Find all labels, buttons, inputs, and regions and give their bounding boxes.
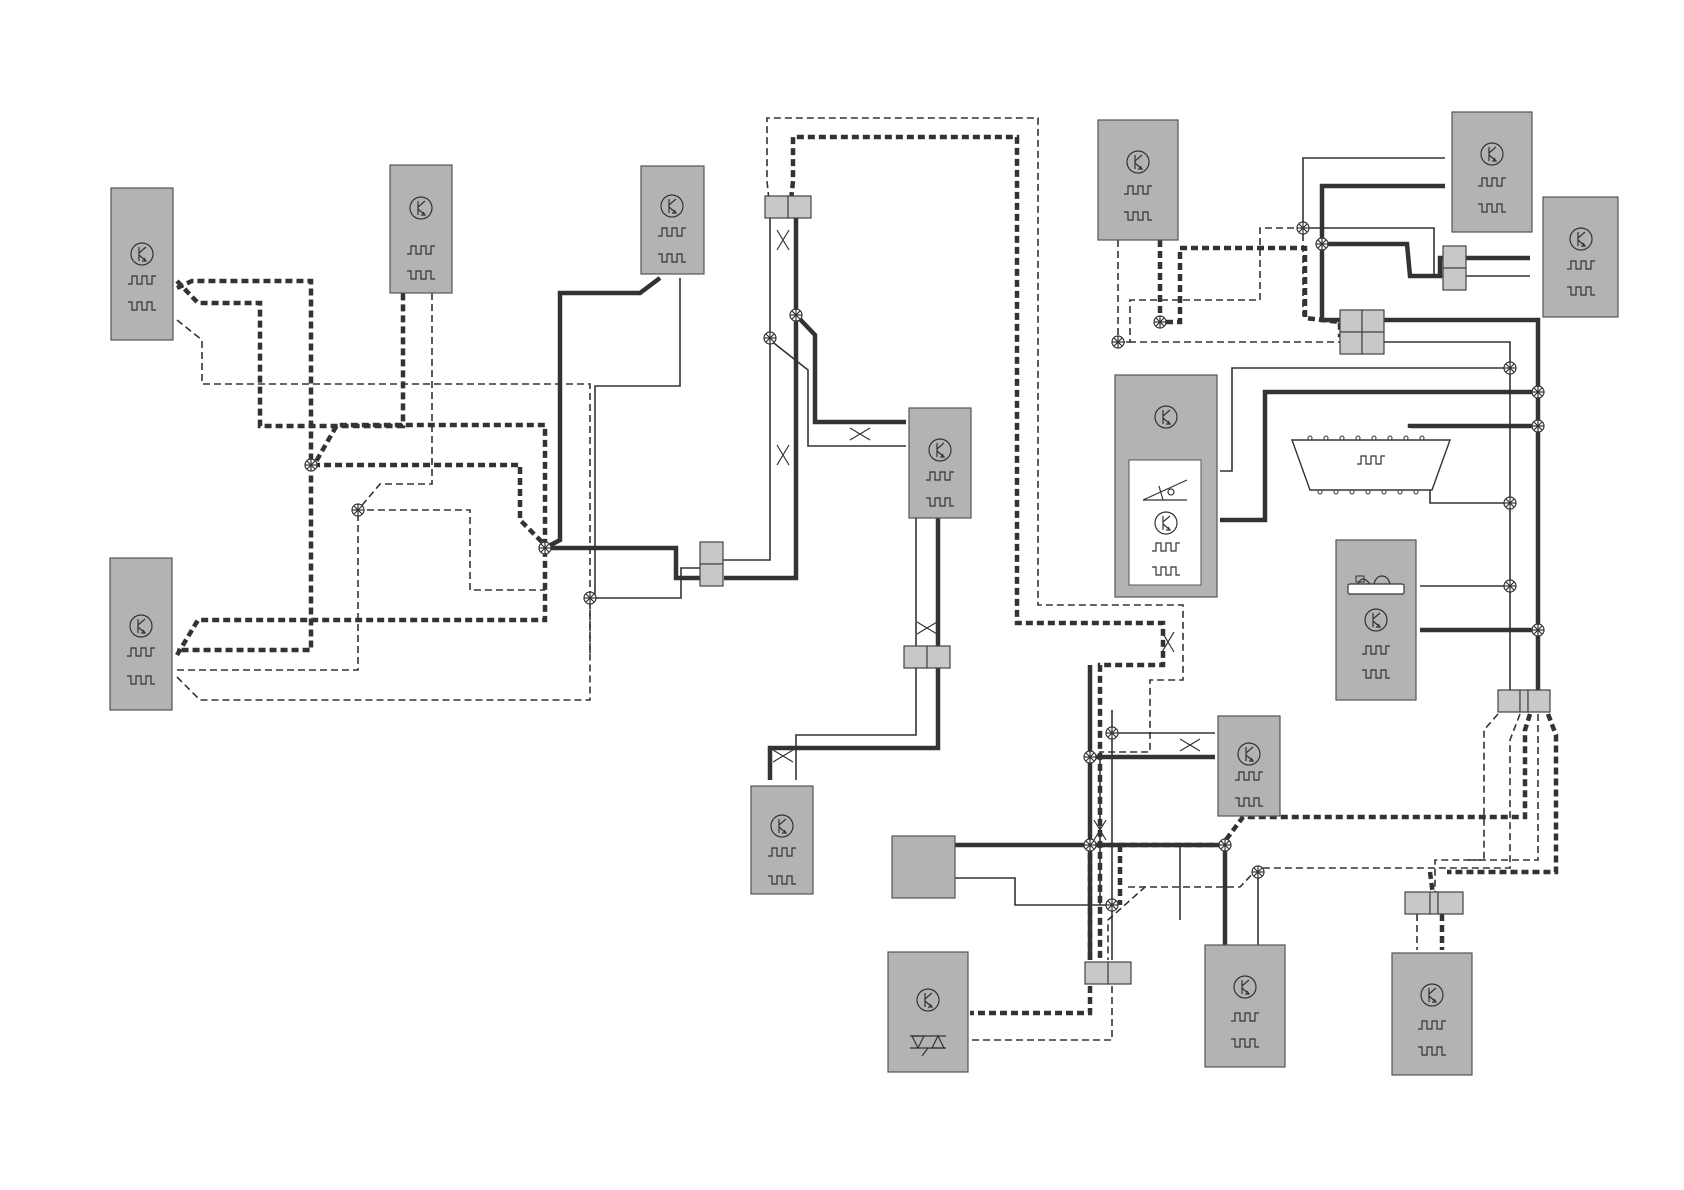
module-blank: [892, 836, 955, 898]
square-wave-icon: [1124, 186, 1152, 194]
square-wave-icon: [1418, 1021, 1446, 1029]
square-wave-icon: [128, 276, 156, 284]
module-right-mid: [1336, 540, 1416, 700]
splice-icon: [1084, 751, 1096, 763]
inline-connector-icon: [1085, 962, 1131, 984]
inline-connector-icon: [765, 196, 811, 218]
splice-icon: [1106, 727, 1118, 739]
square-wave-icon: [127, 648, 155, 656]
module-left-1: [111, 188, 173, 340]
inverted-square-wave-icon: [128, 302, 156, 310]
splice-icon: [1084, 839, 1096, 851]
square-wave-icon: [1478, 178, 1506, 186]
twisted-pair-icon: [1180, 739, 1200, 751]
module-thyristor: [888, 952, 968, 1072]
inline-connector-icon: [1405, 892, 1463, 914]
module-left-3: [641, 166, 704, 274]
splice-icon: [1504, 362, 1516, 374]
square-wave-icon: [658, 228, 686, 236]
square-wave-icon: [1152, 543, 1180, 551]
inverted-square-wave-icon: [1478, 204, 1506, 212]
square-wave-icon: [768, 848, 796, 856]
splice-icon: [1297, 222, 1309, 234]
module-center: [909, 408, 971, 518]
twisted-pair-icon: [773, 750, 793, 762]
square-wave-icon: [1235, 772, 1263, 780]
twisted-pair-icon: [777, 445, 789, 465]
square-wave-icon: [926, 472, 954, 480]
splice-icon: [1112, 336, 1124, 348]
square-wave-icon: [1231, 1013, 1259, 1021]
square-wave-icon: [1362, 646, 1390, 654]
inline-connector-icon: [904, 646, 950, 668]
square-wave-icon: [1357, 456, 1385, 464]
inline-connector-icon: [700, 542, 723, 586]
square-wave-icon: [407, 246, 435, 254]
splice-icon: [1504, 497, 1516, 509]
module-bottom-1: [1205, 945, 1285, 1067]
splice-icon: [1106, 899, 1118, 911]
inverted-square-wave-icon: [1235, 798, 1263, 806]
splice-icon: [790, 309, 802, 321]
inverted-square-wave-icon: [926, 498, 954, 506]
splice-icon: [1532, 624, 1544, 636]
module-left-2: [390, 165, 452, 293]
module-right-top-2: [1452, 112, 1532, 232]
module-left-4: [110, 558, 172, 710]
module-center-bottom: [751, 786, 813, 894]
twisted-pair-icon: [850, 428, 870, 440]
square-wave-icon: [1567, 261, 1595, 269]
module-instrument-cluster: [1115, 375, 1217, 597]
splice-icon: [539, 542, 551, 554]
inverted-square-wave-icon: [768, 876, 796, 884]
inverted-square-wave-icon: [1152, 567, 1180, 575]
splice-icon: [305, 459, 317, 471]
twisted-pair-icon: [917, 622, 937, 634]
inverted-square-wave-icon: [658, 254, 686, 262]
splice-icon: [1316, 238, 1328, 250]
inline-connector-icon: [1498, 690, 1550, 712]
twisted-pair-icon: [777, 230, 789, 250]
splice-icon: [1252, 866, 1264, 878]
splice-icon: [1532, 386, 1544, 398]
inverted-square-wave-icon: [1362, 670, 1390, 678]
module-right-top-1: [1098, 120, 1178, 240]
inverted-square-wave-icon: [127, 676, 155, 684]
diagnostic-port-icon: [1292, 440, 1450, 490]
inline-connector-icon: [1443, 246, 1466, 290]
splice-icon: [1219, 839, 1231, 851]
inverted-square-wave-icon: [407, 271, 435, 279]
inline-connector-icon: [1340, 310, 1384, 354]
splice-icon: [1504, 580, 1516, 592]
diagnostic-port: [1292, 436, 1450, 494]
splice-icon: [1154, 316, 1166, 328]
splice-icon: [764, 332, 776, 344]
splice-icon: [352, 504, 364, 516]
module-right-top-3: [1543, 197, 1618, 317]
inverted-square-wave-icon: [1231, 1039, 1259, 1047]
inverted-square-wave-icon: [1124, 212, 1152, 220]
inverted-square-wave-icon: [1567, 287, 1595, 295]
module-right-small: [1218, 716, 1280, 816]
splice-icon: [1532, 420, 1544, 432]
module-bottom-2: [1392, 953, 1472, 1075]
splice-icon: [584, 592, 596, 604]
inverted-square-wave-icon: [1418, 1047, 1446, 1055]
